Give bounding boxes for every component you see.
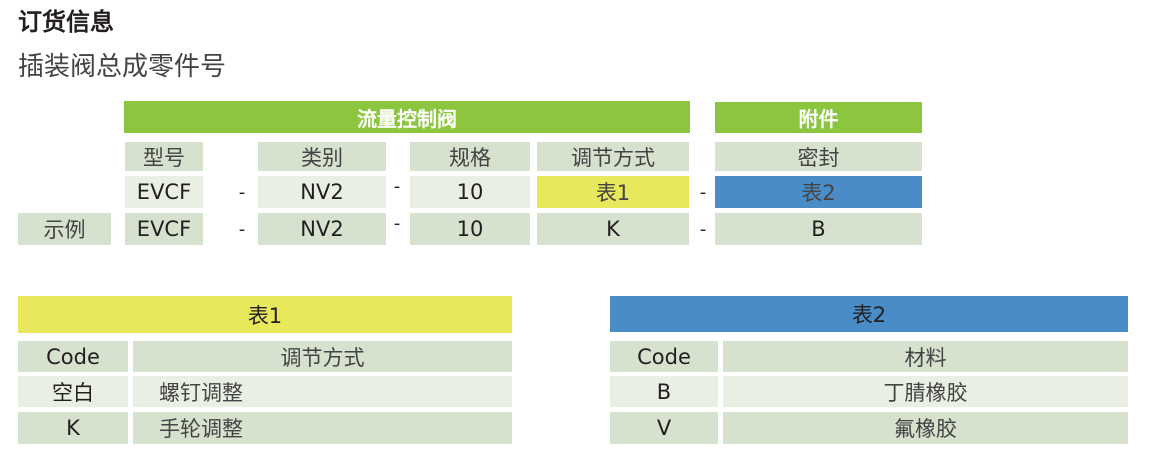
header-adjustment: 调节方式 <box>537 142 689 171</box>
example-type: NV2 <box>258 213 386 245</box>
code-size: 10 <box>410 176 530 208</box>
example-seal: B <box>715 213 922 245</box>
table2-col-code: Code <box>610 341 718 372</box>
table1-desc: 手轮调整 <box>133 412 512 444</box>
separator: - <box>238 181 246 203</box>
table1-desc: 螺钉调整 <box>133 376 512 407</box>
table2-col-desc: 材料 <box>723 341 1128 372</box>
page-subtitle: 插装阀总成零件号 <box>18 52 227 82</box>
page-title: 订货信息 <box>18 8 114 36</box>
header-type: 类别 <box>258 142 386 171</box>
code-seal: 表2 <box>715 176 922 208</box>
code-adjustment: 表1 <box>537 176 689 208</box>
separator: - <box>393 212 401 234</box>
code-type: NV2 <box>258 176 386 208</box>
code-model: EVCF <box>125 176 203 208</box>
header-model: 型号 <box>125 142 203 171</box>
table2-code: B <box>610 376 718 407</box>
table1-col-desc: 调节方式 <box>133 341 512 372</box>
group-accessory: 附件 <box>715 102 922 133</box>
table2-title: 表2 <box>610 296 1128 332</box>
table2-desc: 氟橡胶 <box>723 412 1128 444</box>
separator: - <box>238 218 246 240</box>
separator: - <box>393 175 401 197</box>
example-label: 示例 <box>18 213 111 245</box>
separator: - <box>699 218 707 240</box>
table1-col-code: Code <box>18 341 128 372</box>
table1-code: 空白 <box>18 376 128 407</box>
example-model: EVCF <box>125 213 203 245</box>
example-size: 10 <box>410 213 530 245</box>
example-adjustment: K <box>537 213 689 245</box>
table1-code: K <box>18 412 128 444</box>
table1-title: 表1 <box>18 296 512 333</box>
group-flow-control-valve: 流量控制阀 <box>124 101 690 133</box>
table2-desc: 丁腈橡胶 <box>723 376 1128 407</box>
separator: - <box>699 181 707 203</box>
header-size: 规格 <box>410 142 530 171</box>
table2-code: V <box>610 412 718 444</box>
header-seal: 密封 <box>715 142 922 171</box>
